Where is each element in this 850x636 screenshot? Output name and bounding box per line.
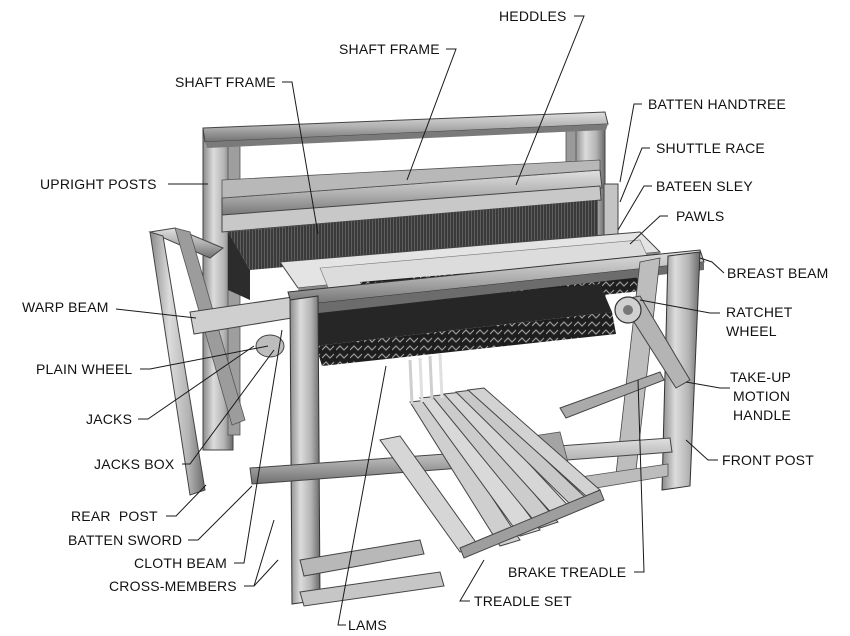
label-ratchet-wheel-line2: WHEEL	[726, 323, 777, 339]
label-takeup-line2: MOTION	[733, 388, 791, 404]
label-ratchet-wheel-line1: RATCHET	[726, 304, 793, 320]
label-brake-treadle: BRAKE TREADLE	[508, 564, 627, 580]
label-jacks: JACKS	[86, 411, 133, 427]
label-lams: LAMS	[348, 617, 387, 633]
label-bateen-sley: BATEEN SLEY	[656, 178, 753, 194]
label-upright-posts: UPRIGHT POSTS	[40, 176, 157, 192]
label-cross-members: CROSS-MEMBERS	[109, 578, 237, 594]
label-plain-wheel: PLAIN WHEEL	[36, 361, 133, 377]
front-frame	[287, 249, 705, 605]
label-pawls: PAWLS	[676, 208, 725, 224]
label-batten-handtree: BATTEN HANDTREE	[648, 96, 787, 112]
treadle-set	[379, 353, 605, 559]
shaft-frames	[221, 159, 603, 300]
label-breast-beam: BREAST BEAM	[727, 265, 829, 281]
label-cloth-beam: CLOTH BEAM	[134, 555, 228, 571]
label-shaft-frame-upper: SHAFT FRAME	[339, 41, 440, 57]
label-treadle-set: TREADLE SET	[474, 593, 572, 609]
label-shaft-frame-lower: SHAFT FRAME	[175, 74, 276, 90]
label-jacks-box: JACKS BOX	[94, 456, 175, 472]
label-takeup-line1: TAKE-UP	[730, 369, 792, 385]
label-front-post: FRONT POST	[722, 452, 814, 468]
label-heddles: HEDDLES	[499, 8, 567, 24]
label-rear-post: REAR POST	[71, 508, 158, 524]
label-warp-beam: WARP BEAM	[22, 299, 109, 315]
leader-lines	[115, 15, 730, 626]
label-batten-sword: BATTEN SWORD	[68, 532, 183, 548]
label-takeup-line3: HANDLE	[733, 407, 791, 423]
label-shuttle-race: SHUTTLE RACE	[656, 140, 765, 156]
